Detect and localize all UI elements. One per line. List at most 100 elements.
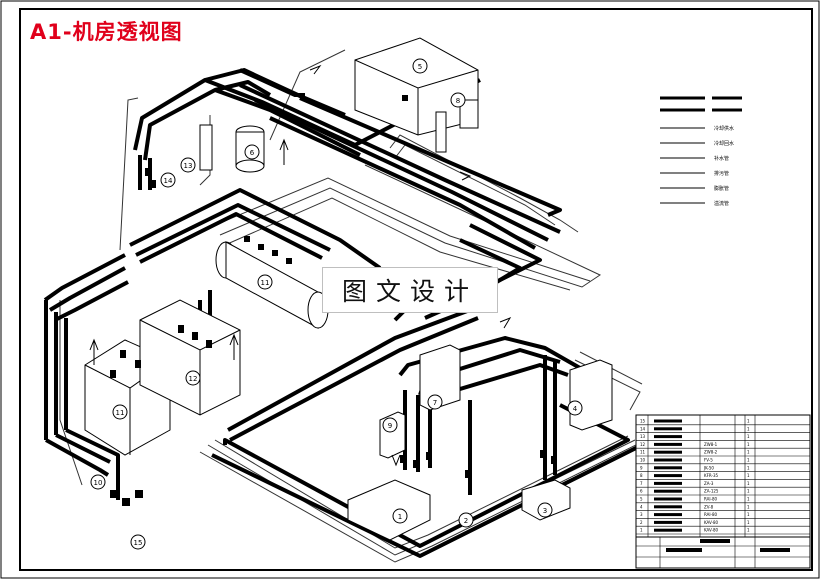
parts-list-name-redacted [654, 419, 682, 423]
parts-list-name-redacted [654, 513, 682, 517]
svg-text:11: 11 [116, 409, 125, 417]
parts-list-row: 7 ZA-3 1 [640, 481, 750, 486]
legend: 冷却供水 冷却回水 补水管 排污管 膨胀管 溢流管 [660, 96, 742, 207]
bubble-12: 12 [185, 370, 201, 386]
svg-text:11: 11 [261, 279, 270, 287]
parts-list-qty: 1 [747, 419, 750, 424]
parts-list-model: RAI-80 [704, 497, 718, 502]
parts-list-no: 10 [640, 458, 646, 463]
parts-list-qty: 1 [747, 442, 750, 447]
parts-list-name-redacted [654, 520, 682, 524]
parts-list-no: 15 [640, 419, 646, 424]
svg-text:6: 6 [250, 149, 255, 157]
legend-label-5: 补水管 [714, 155, 729, 162]
parts-list-qty: 1 [747, 450, 750, 455]
bubble-5: 5 [412, 58, 428, 74]
parts-list-model: KAV-80 [704, 520, 719, 525]
bubble-4: 4 [567, 400, 583, 416]
parts-list-row: 11 ZW8-2 1 [640, 450, 750, 455]
equipment-group [84, 37, 613, 541]
parts-list-name-redacted [654, 497, 682, 501]
parts-list-no: 4 [640, 504, 643, 509]
parts-list-row: 15 1 [640, 419, 750, 424]
parts-list-qty: 1 [747, 497, 750, 502]
parts-list-name-redacted [654, 435, 682, 439]
bubble-6: 6 [244, 144, 260, 160]
valve-group [110, 95, 557, 506]
bubble-2: 2 [458, 512, 474, 528]
svg-text:2: 2 [464, 517, 468, 525]
parts-list-row: 1 KAV-80 1 [640, 528, 750, 533]
parts-list-name-redacted [654, 427, 682, 431]
equipment-bubbles: 1 2 3 4 5 6 7 8 9 10 11 11 12 13 14 15 [90, 58, 583, 550]
parts-list-qty: 1 [747, 426, 750, 431]
svg-text:4: 4 [573, 405, 578, 413]
bubble-13: 13 [180, 157, 196, 173]
parts-list-no: 3 [640, 512, 643, 517]
svg-text:9: 9 [388, 422, 392, 430]
svg-text:1: 1 [398, 513, 402, 521]
svg-text:3: 3 [543, 507, 547, 515]
svg-text:10: 10 [94, 479, 103, 487]
parts-list-name-redacted [654, 528, 682, 532]
svg-text:13: 13 [184, 162, 193, 170]
parts-list-row: 14 1 [640, 426, 750, 431]
parts-list-qty: 1 [747, 528, 750, 533]
bubble-10: 10 [90, 474, 106, 490]
parts-list-model: RAI-80 [704, 512, 718, 517]
svg-text:14: 14 [164, 177, 173, 185]
parts-list-model: ZW8-2 [704, 450, 718, 455]
legend-label-7: 膨胀管 [714, 185, 729, 192]
drawing-title: A1-机房透视图 [30, 20, 183, 44]
parts-list-no: 11 [640, 450, 646, 455]
parts-list-model: JK-50 [703, 465, 714, 470]
watermark: 图文设计 [322, 267, 498, 313]
parts-list-qty: 1 [747, 458, 750, 463]
parts-list-row: 6 ZA-125 1 [640, 489, 750, 494]
parts-list-no: 7 [640, 481, 643, 486]
parts-list-no: 14 [640, 426, 646, 431]
parts-list-no: 12 [640, 442, 646, 447]
parts-list-no: 6 [640, 489, 643, 494]
svg-text:8: 8 [456, 97, 460, 105]
parts-list-row: 4 ZV-8 1 [640, 504, 750, 509]
parts-list-model: KAV-80 [704, 528, 719, 533]
parts-list-name-redacted [654, 450, 682, 454]
parts-list-row: 5 RAI-80 1 [640, 497, 750, 502]
svg-text:12: 12 [189, 375, 198, 383]
chiller-unit-b [139, 299, 241, 416]
legend-label-8: 溢流管 [714, 200, 729, 207]
bubble-3: 3 [537, 502, 553, 518]
parts-list-qty: 1 [747, 481, 750, 486]
parts-list-no: 8 [640, 473, 643, 478]
parts-list-qty: 1 [747, 512, 750, 517]
parts-list-qty: 1 [747, 489, 750, 494]
parts-list-model: ZV-8 [704, 504, 714, 509]
bubble-9: 9 [382, 417, 398, 433]
parts-list-no: 1 [640, 528, 643, 533]
legend-label-6: 排污管 [714, 170, 729, 177]
parts-list-no: 5 [640, 497, 643, 502]
bubble-1: 1 [392, 508, 408, 524]
legend-label-4: 冷却回水 [714, 140, 734, 147]
parts-list-model: ZA-125 [704, 489, 719, 494]
parts-list-qty: 1 [747, 504, 750, 509]
svg-text:7: 7 [433, 399, 437, 407]
parts-list-name-redacted [654, 474, 682, 478]
parts-list-qty: 1 [747, 473, 750, 478]
bubble-15: 15 [130, 534, 146, 550]
drawing-frame [19, 8, 813, 571]
parts-list-no: 9 [640, 465, 643, 470]
parts-list-model: ZA-3 [704, 481, 714, 486]
bubble-11a: 11 [257, 274, 273, 290]
